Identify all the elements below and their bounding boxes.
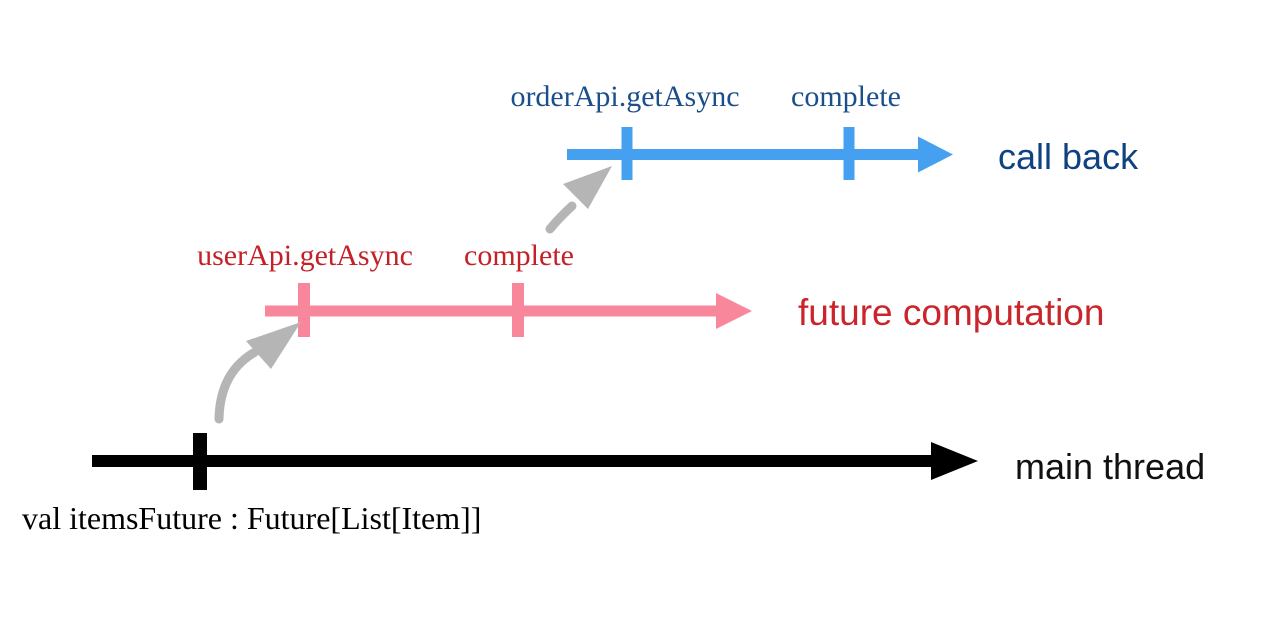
- spawn-future-arrowhead-icon: [246, 322, 301, 369]
- future-start-tick: [298, 283, 310, 337]
- future-timeline: [265, 283, 752, 337]
- future-complete-tick: [512, 283, 524, 337]
- future-timeline-name: future computation: [798, 292, 1105, 333]
- main-timeline-name: main thread: [1015, 446, 1206, 487]
- main-timeline-line: [92, 455, 935, 467]
- callback-timeline-arrowhead-icon: [918, 136, 953, 173]
- callback-timeline-line: [567, 149, 922, 160]
- callback-complete-tick: [843, 127, 855, 180]
- main-timeline-arrowhead-icon: [931, 442, 978, 480]
- future-timeline-arrowhead-icon: [716, 293, 752, 329]
- future-timeline-line: [265, 305, 720, 317]
- code-annotation: val itemsFuture : Future[List[Item]]: [22, 500, 482, 536]
- spawn-future-arrow-shaft: [214, 347, 260, 424]
- callback-start-tick: [621, 127, 633, 180]
- callback-complete-event-label: complete: [791, 80, 901, 113]
- main-start-tick: [193, 433, 207, 490]
- spawn-future-arrow: [214, 322, 301, 424]
- spawn-callback-arrow-shaft: [545, 201, 577, 234]
- spawn-callback-arrowhead-icon: [563, 166, 612, 209]
- future-complete-event-label: complete: [464, 239, 574, 272]
- main-timeline: [92, 433, 978, 490]
- callback-start-event-label: orderApi.getAsync: [510, 80, 740, 113]
- callback-timeline-name: call back: [998, 136, 1139, 177]
- spawn-callback-arrow: [545, 166, 612, 234]
- future-start-event-label: userApi.getAsync: [197, 239, 413, 272]
- callback-timeline: [567, 127, 953, 180]
